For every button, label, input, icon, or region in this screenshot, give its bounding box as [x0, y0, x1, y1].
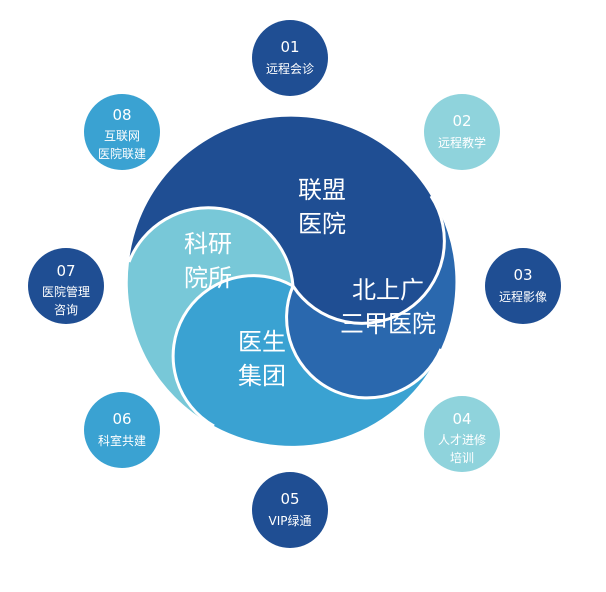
satellite-05: 05 VIP绿通 [252, 472, 328, 548]
satellite-08-label-line2: 医院联建 [98, 147, 146, 161]
satellite-03-circle [485, 248, 561, 324]
satellite-04-label-line2: 培训 [450, 450, 474, 465]
satellite-04-label-line1: 人才进修 [438, 432, 486, 447]
segment-label-beishangguang-line1: 北上广 [352, 276, 424, 304]
segment-yishengjituan [173, 275, 441, 446]
satellite-07-circle [28, 248, 104, 324]
satellite-05-circle [252, 472, 328, 548]
satellite-08-label-line1: 互联网 [104, 129, 140, 143]
center-circle: 联盟 医院 北上广 三甲医院 医生 集团 科研 院所 [127, 116, 456, 446]
satellite-08: 08 互联网 医院联建 [84, 94, 160, 170]
satellite-07: 07 医院管理 咨询 [28, 248, 104, 324]
satellite-05-label: VIP绿通 [269, 513, 312, 528]
satellite-01-label: 远程会诊 [266, 61, 314, 76]
segment-keyan [127, 207, 294, 426]
satellite-04-circle [424, 396, 500, 472]
segment-label-yisheng-line2: 集团 [238, 362, 286, 390]
satellite-02: 02 远程教学 [424, 94, 500, 170]
satellite-04-number: 04 [452, 410, 471, 428]
satellite-07-label-line1: 医院管理 [42, 284, 90, 299]
segment-lianmeng [129, 116, 445, 324]
segment-label-yisheng-line1: 医生 [238, 328, 286, 356]
segment-beishangguang [286, 196, 456, 398]
divider-curve-right [285, 285, 443, 400]
divider-curve-bottom [171, 274, 294, 428]
satellite-02-label: 远程教学 [438, 135, 486, 150]
segment-label-lianmeng-line2: 医院 [298, 210, 346, 238]
satellite-02-circle [424, 94, 500, 170]
satellite-06-label: 科室共建 [98, 433, 146, 448]
segment-label-lianmeng-line1: 联盟 [298, 176, 346, 204]
satellite-03-label: 远程影像 [499, 289, 547, 304]
satellite-07-label-line2: 咨询 [54, 302, 78, 317]
satellite-01: 01 远程会诊 [252, 20, 328, 96]
satellite-06: 06 科室共建 [84, 392, 160, 468]
segment-label-keyan-line2: 院所 [184, 264, 232, 292]
satellite-08-circle [84, 94, 160, 170]
satellite-08-number: 08 [112, 106, 131, 124]
satellite-06-number: 06 [112, 410, 131, 428]
segment-label-beishangguang-line2: 三甲医院 [340, 310, 436, 338]
divider-curve-top [127, 206, 295, 287]
satellite-01-circle [252, 20, 328, 96]
segment-label-keyan-line1: 科研 [184, 230, 232, 258]
satellite-07-number: 07 [56, 262, 75, 280]
divider-curve-upper-right [291, 195, 446, 325]
satellite-05-number: 05 [280, 490, 299, 508]
satellite-02-number: 02 [452, 112, 471, 130]
satellite-04: 04 人才进修 培训 [424, 396, 500, 472]
satellite-06-circle [84, 392, 160, 468]
satellite-03-number: 03 [513, 266, 532, 284]
satellite-03: 03 远程影像 [485, 248, 561, 324]
satellite-01-number: 01 [280, 38, 299, 56]
